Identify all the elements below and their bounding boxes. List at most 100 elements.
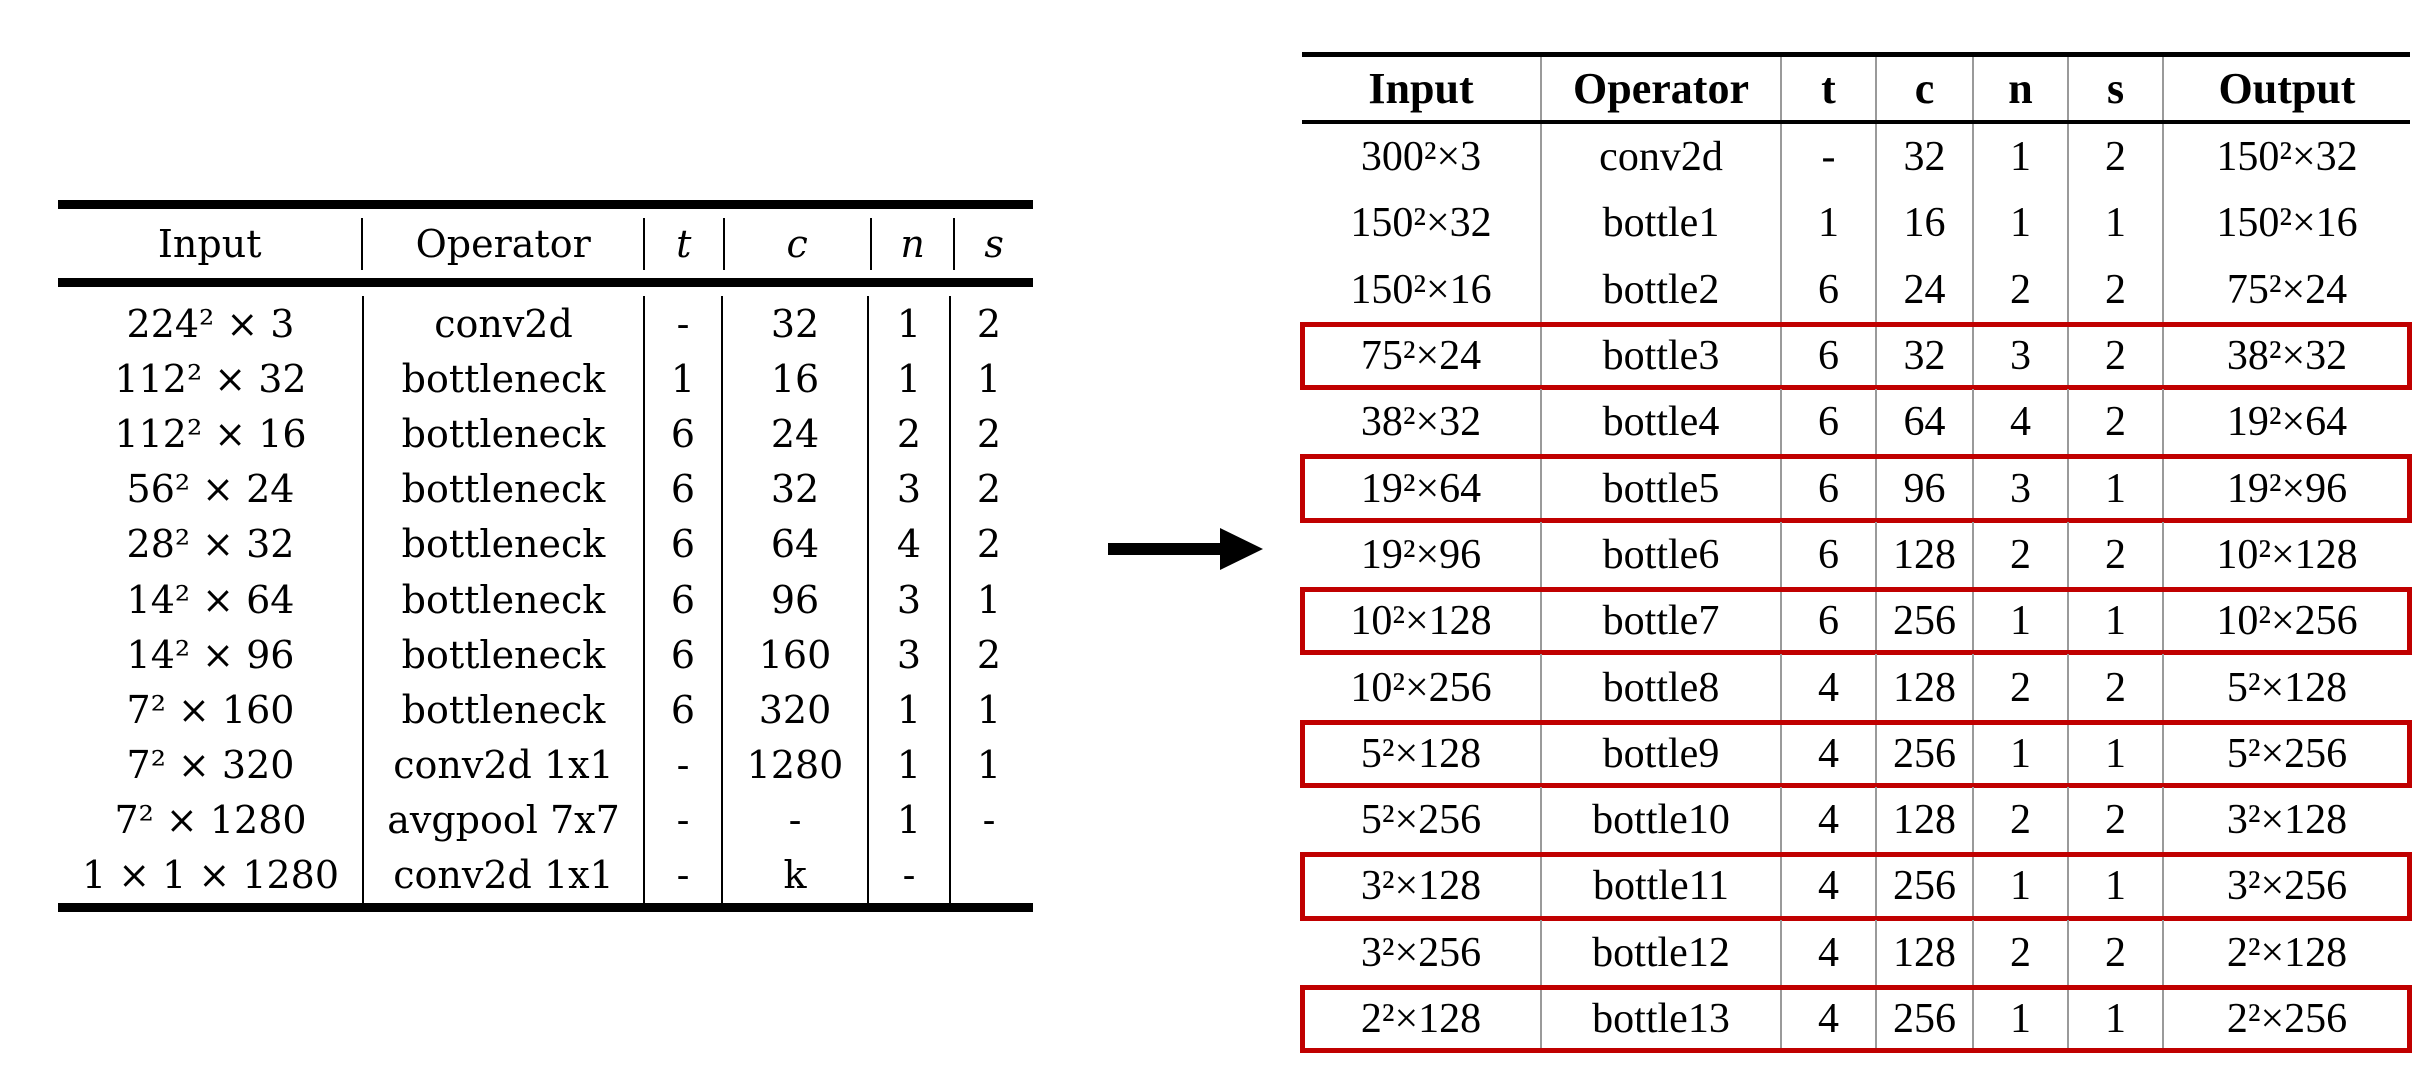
table-cell: 6 xyxy=(670,687,696,732)
right-header-operator: Operator xyxy=(1542,57,1782,120)
table-cell: 2 xyxy=(1974,521,2069,589)
table-cell: 2 xyxy=(976,522,1002,567)
table-cell: 64 xyxy=(770,522,820,567)
column-divider xyxy=(867,296,869,904)
table-cell: bottle11 xyxy=(1542,853,1782,920)
right-header-c: c xyxy=(1877,57,1974,120)
left-header-operator: Operator xyxy=(363,217,645,270)
table-cell: 7² × 320 xyxy=(126,743,295,788)
table-cell: 160 xyxy=(758,632,832,677)
table-cell: 38²×32 xyxy=(2226,333,2348,380)
table-cell: 128 xyxy=(1877,521,1974,589)
table-cell: 2 xyxy=(1974,919,2069,986)
table-cell: 7² × 1280 xyxy=(114,798,307,843)
table-cell: 128 xyxy=(1877,786,1974,854)
table-cell: 1 xyxy=(1974,985,2069,1053)
table-cell: 32 xyxy=(1877,124,1974,191)
table-cell: 75²×24 xyxy=(1302,322,1542,390)
table-cell: 5²×128 xyxy=(1302,720,1542,787)
table-cell: 1 xyxy=(1974,124,2069,191)
table-cell: 4 xyxy=(1782,654,1877,721)
table-cell: conv2d xyxy=(1542,124,1782,191)
table-cell: - xyxy=(788,798,802,843)
table-cell: 3²×256 xyxy=(2226,863,2348,910)
left-table-header: Input Operator t c n s xyxy=(58,209,1033,287)
table-cell: 3²×128 xyxy=(2226,797,2348,844)
table-cell: 2 xyxy=(976,467,1002,512)
table-cell: 2²×128 xyxy=(1302,985,1542,1053)
table-cell: 3 xyxy=(896,632,922,677)
table-cell: bottle9 xyxy=(1542,720,1782,787)
table-cell: 2 xyxy=(976,632,1002,677)
table-cell: 4 xyxy=(1782,786,1877,854)
table-cell: 6 xyxy=(1782,322,1877,390)
table-cell: 7² × 160 xyxy=(126,687,295,732)
right-header-output: Output xyxy=(2218,64,2356,113)
table-cell: 6 xyxy=(1782,256,1877,323)
table-cell: 19²×96 xyxy=(1302,521,1542,589)
table-cell: - xyxy=(902,853,916,898)
table-cell: 256 xyxy=(1877,720,1974,787)
table-cell: bottle4 xyxy=(1542,389,1782,456)
table-cell: bottleneck xyxy=(401,632,606,677)
table-cell: 4 xyxy=(1974,389,2069,456)
table-cell: 2 xyxy=(2069,654,2164,721)
table-cell: 2 xyxy=(2069,521,2164,589)
table-cell: 320 xyxy=(758,687,832,732)
table-cell: 19²×64 xyxy=(1302,455,1542,522)
table-cell: 1 xyxy=(1782,190,1877,257)
column-divider xyxy=(721,296,723,904)
table-cell: 4 xyxy=(1782,853,1877,920)
table-cell: 2 xyxy=(1974,654,2069,721)
right-arrow-icon xyxy=(1108,528,1263,570)
table-cell: 1280 xyxy=(746,743,844,788)
table-cell: 14² × 96 xyxy=(126,632,295,677)
table-row: 14² × 96 bottleneck 6 160 3 2 xyxy=(58,627,1033,682)
table-cell: - xyxy=(676,798,690,843)
table-cell: 1 xyxy=(2069,588,2164,655)
table-cell: bottle6 xyxy=(1542,521,1782,589)
table-cell: 6 xyxy=(670,632,696,677)
table-cell: 6 xyxy=(1782,521,1877,589)
table-cell: 38²×32 xyxy=(1302,389,1542,456)
table-cell: bottle7 xyxy=(1542,588,1782,655)
table-cell: 2 xyxy=(2069,256,2164,323)
table-cell: 5²×256 xyxy=(1302,786,1542,854)
table-cell: bottle13 xyxy=(1542,985,1782,1053)
table-cell: 2 xyxy=(1974,786,2069,854)
table-cell: 3²×256 xyxy=(1302,919,1542,986)
table-cell: 1 xyxy=(896,356,922,401)
table-cell: bottleneck xyxy=(401,577,606,622)
table-cell: bottle5 xyxy=(1542,455,1782,522)
column-divider xyxy=(643,296,645,904)
table-cell: 2 xyxy=(976,301,1002,346)
table-cell: bottleneck xyxy=(401,411,606,456)
table-cell: bottle8 xyxy=(1542,654,1782,721)
table-cell: 1 xyxy=(976,687,1002,732)
table-cell: 1 xyxy=(896,798,922,843)
table-cell: 1 xyxy=(2069,853,2164,920)
table-cell: 16 xyxy=(1877,190,1974,257)
table-cell: 2 xyxy=(976,411,1002,456)
table-cell: bottle12 xyxy=(1542,919,1782,986)
table-cell: 1 xyxy=(670,356,696,401)
table-cell: 2 xyxy=(2069,389,2164,456)
table-cell: 1 xyxy=(1974,720,2069,787)
table-cell: 10²×256 xyxy=(1302,654,1542,721)
table-cell: bottle1 xyxy=(1542,190,1782,257)
table-cell: 6 xyxy=(1782,455,1877,522)
table-cell: 14² × 64 xyxy=(126,577,295,622)
table-cell: 4 xyxy=(1782,985,1877,1053)
table-cell: 1 xyxy=(896,743,922,788)
